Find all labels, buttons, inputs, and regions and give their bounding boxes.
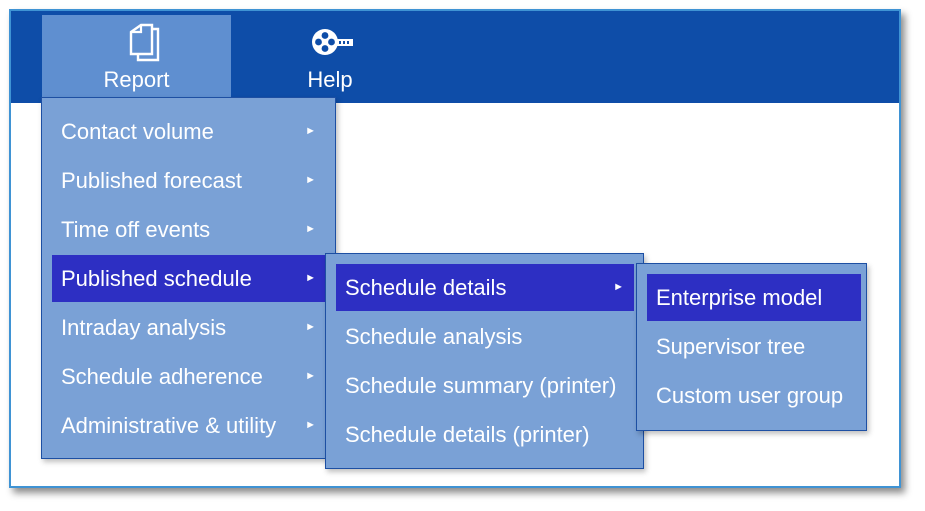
- submenu-arrow-icon: ►: [613, 281, 624, 293]
- schedule-details-submenu: Enterprise model Supervisor tree Custom …: [636, 263, 867, 431]
- menu-item-schedule-analysis[interactable]: Schedule analysis: [336, 313, 634, 360]
- menu-item-custom-user-group[interactable]: Custom user group: [647, 372, 861, 419]
- menu-item-published-forecast[interactable]: Published forecast ►: [52, 157, 326, 204]
- submenu-arrow-icon: ►: [305, 125, 316, 137]
- menu-item-schedule-details[interactable]: Schedule details ►: [336, 264, 634, 311]
- menu-item-label: Schedule summary (printer): [345, 373, 617, 398]
- menu-item-intraday-analysis[interactable]: Intraday analysis ►: [52, 304, 326, 351]
- menu-item-label: Supervisor tree: [656, 334, 806, 359]
- report-menu: Contact volume ► Published forecast ► Ti…: [41, 97, 336, 459]
- menu-item-label: Schedule details (printer): [345, 422, 590, 447]
- report-button[interactable]: Report: [42, 15, 231, 97]
- menu-item-label: Custom user group: [656, 383, 844, 408]
- submenu-arrow-icon: ►: [305, 174, 316, 186]
- submenu-arrow-icon: ►: [305, 272, 316, 284]
- menu-item-label: Administrative & utility: [61, 413, 277, 438]
- menu-item-contact-volume[interactable]: Contact volume ►: [52, 108, 326, 155]
- film-reel-icon: [271, 23, 389, 63]
- help-button[interactable]: Help: [271, 15, 389, 97]
- menu-item-schedule-adherence[interactable]: Schedule adherence ►: [52, 353, 326, 400]
- menu-item-label: Intraday analysis: [61, 315, 227, 340]
- documents-icon: [42, 23, 231, 63]
- menu-item-time-off-events[interactable]: Time off events ►: [52, 206, 326, 253]
- submenu-arrow-icon: ►: [305, 370, 316, 382]
- menu-item-label: Schedule details: [345, 275, 507, 300]
- toolbar: Report Help: [11, 11, 899, 103]
- menu-item-administrative-utility[interactable]: Administrative & utility ►: [52, 402, 326, 449]
- menu-item-label: Enterprise model: [656, 285, 823, 310]
- submenu-arrow-icon: ►: [305, 419, 316, 431]
- submenu-arrow-icon: ►: [305, 223, 316, 235]
- menu-item-schedule-summary-printer[interactable]: Schedule summary (printer): [336, 362, 634, 409]
- submenu-arrow-icon: ►: [305, 321, 316, 333]
- menu-item-label: Published forecast: [61, 168, 242, 193]
- app-window: Report Help Contact volume: [9, 9, 901, 488]
- menu-item-label: Schedule analysis: [345, 324, 523, 349]
- help-label: Help: [307, 67, 353, 92]
- menu-item-published-schedule[interactable]: Published schedule ►: [52, 255, 326, 302]
- menu-item-label: Time off events: [61, 217, 211, 242]
- menu-item-enterprise-model[interactable]: Enterprise model: [647, 274, 861, 321]
- menu-item-label: Contact volume: [61, 119, 214, 144]
- published-schedule-submenu: Schedule details ► Schedule analysis Sch…: [325, 253, 644, 469]
- menu-item-label: Published schedule: [61, 266, 252, 291]
- menu-item-supervisor-tree[interactable]: Supervisor tree: [647, 323, 861, 370]
- menu-item-schedule-details-printer[interactable]: Schedule details (printer): [336, 411, 634, 458]
- report-label: Report: [103, 67, 170, 92]
- menu-item-label: Schedule adherence: [61, 364, 263, 389]
